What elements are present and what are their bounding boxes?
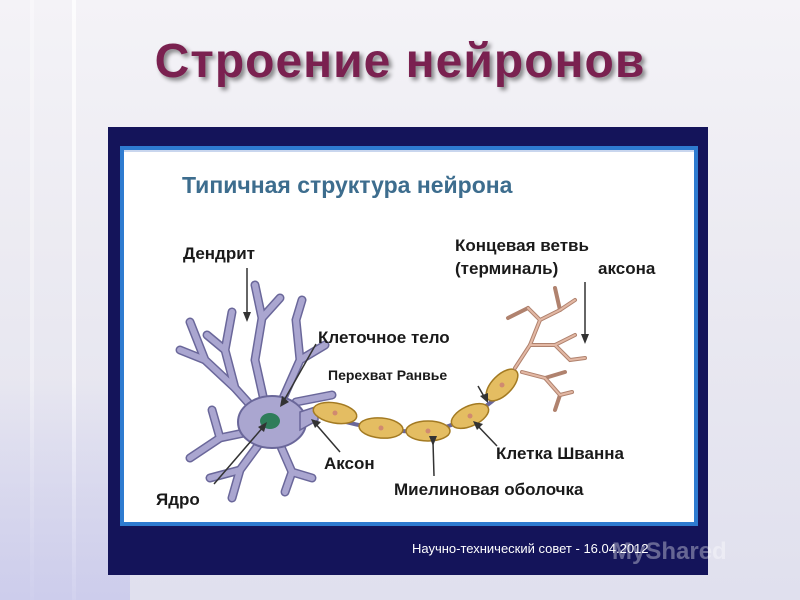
label-myelin-sheath: Миелиновая оболочка	[394, 480, 584, 499]
label-terminal-line2: (терминаль)	[455, 259, 559, 278]
label-nucleus: Ядро	[156, 490, 200, 509]
label-schwann-cell: Клетка Шванна	[496, 444, 624, 463]
slide-title: Строение нейронов	[154, 35, 646, 88]
background-stripe	[30, 0, 34, 600]
axon-terminals	[506, 286, 587, 412]
diagram-canvas	[124, 150, 694, 522]
dendrites-fill	[177, 282, 335, 501]
pointer-nucleus	[213, 425, 265, 485]
dendrites	[175, 280, 337, 503]
pointer-schwann	[475, 423, 498, 447]
background-stripe	[72, 0, 76, 600]
label-node-ranvier: Перехват Ранвье	[328, 367, 448, 383]
pointer-axon	[313, 421, 341, 453]
label-cell-body: Клеточное тело	[318, 328, 450, 347]
label-axon: Аксон	[324, 454, 375, 473]
pointer-cell-body	[281, 343, 317, 405]
label-dendrite: Дендрит	[183, 244, 255, 263]
label-terminal-axon: аксона	[598, 259, 656, 278]
watermark-logo: MyShared	[612, 538, 727, 565]
pointer-myelin	[432, 441, 435, 477]
axon-terminals-fill	[514, 299, 586, 397]
footer-text: Научно-технический совет - 16.04.2012	[412, 541, 649, 556]
diagram-title: Типичная структура нейрона	[182, 172, 513, 198]
label-terminal-line1: Концевая ветвь	[455, 236, 589, 255]
